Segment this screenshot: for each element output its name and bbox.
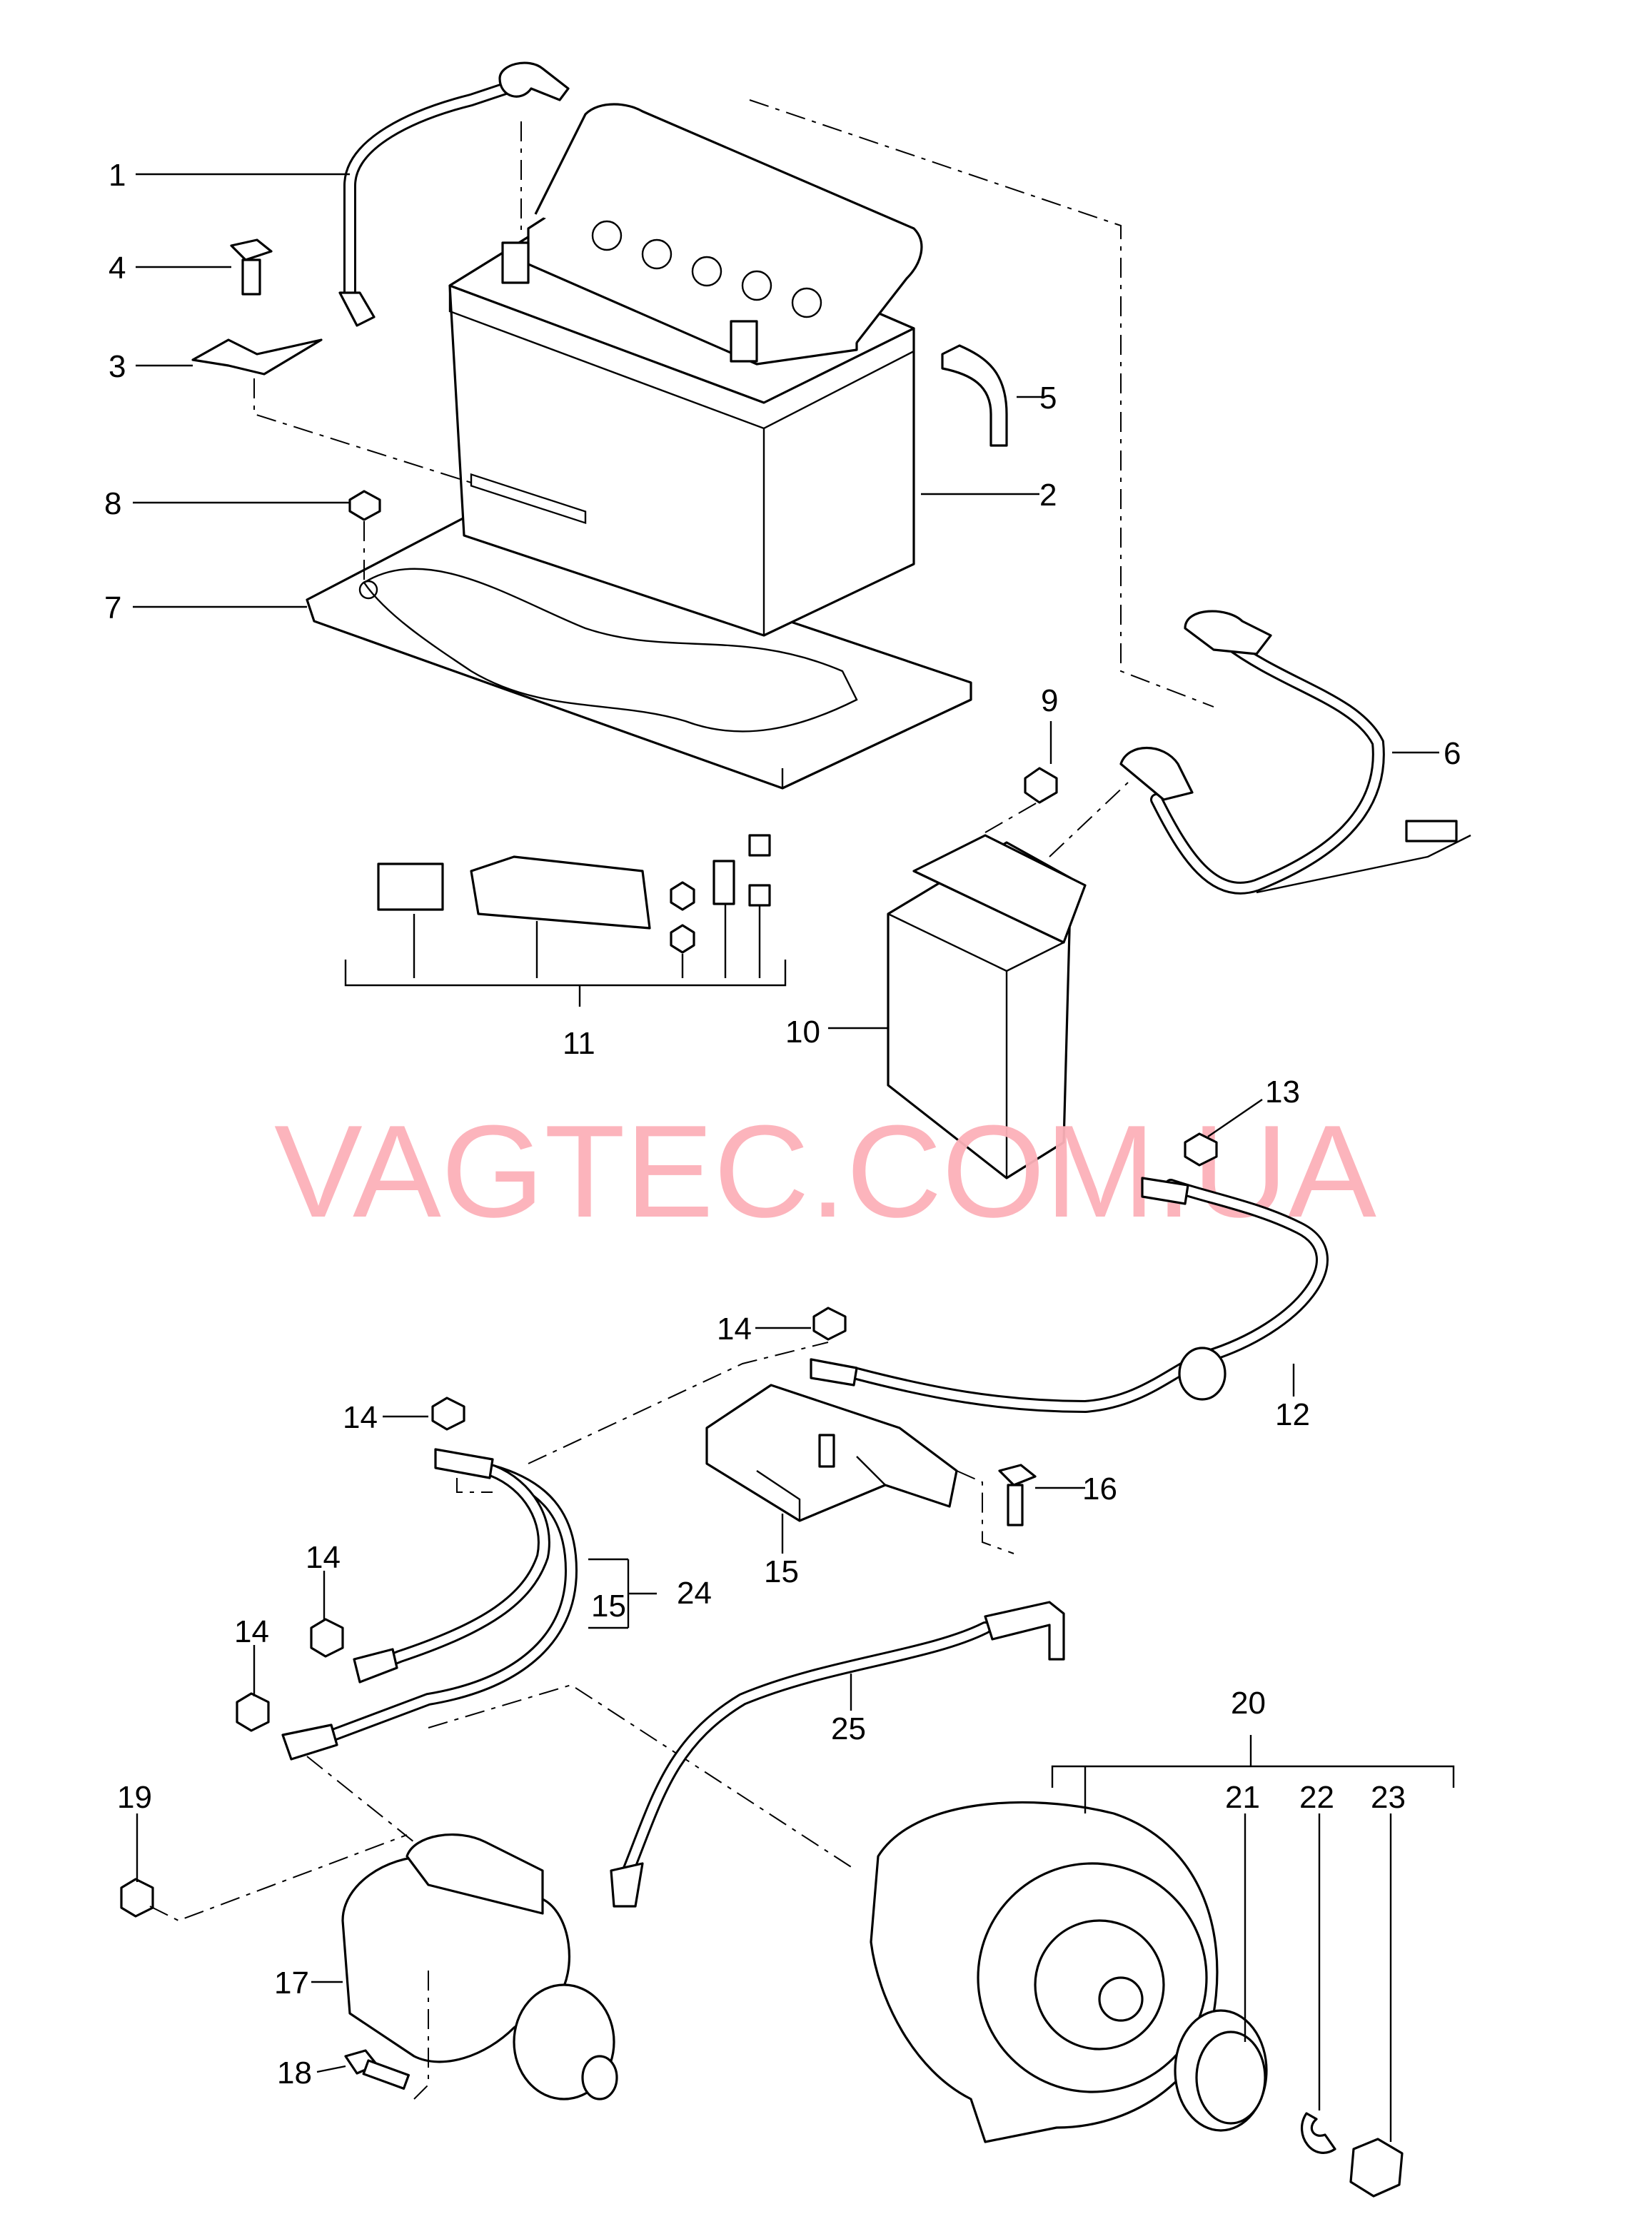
nut-14d [236, 1692, 270, 1732]
callout-6: 6 [1444, 736, 1461, 771]
alternator-20 [870, 1801, 1219, 2143]
callout-10: 10 [785, 1015, 820, 1050]
callout-14: 14 [234, 1614, 269, 1649]
battery [448, 103, 923, 637]
nut-23 [1349, 2138, 1404, 2198]
nut-14b [431, 1397, 465, 1431]
control-unit-10 [887, 834, 1087, 1179]
callout-1: 1 [109, 158, 126, 193]
nut-19 [120, 1878, 154, 1918]
callout-14: 14 [306, 1540, 341, 1575]
callout-3: 3 [109, 349, 126, 384]
callouts: 1 4 3 5 2 8 7 9 6 11 10 13 14 12 14 16 1… [104, 158, 1461, 2090]
fitting-kit-11 [344, 834, 787, 1007]
callout-14: 14 [343, 1400, 378, 1435]
callout-4: 4 [109, 251, 126, 286]
ground-cable-25 [610, 1601, 1065, 1908]
nut-14c [310, 1618, 344, 1658]
battery-cable-12 [810, 1177, 1329, 1414]
watermark: VAGTEC.COM.UA [274, 1097, 1376, 1244]
bolt-18 [344, 2049, 410, 2090]
callout-15: 15 [764, 1554, 799, 1589]
callout-23: 23 [1371, 1780, 1406, 1815]
callout-20: 20 [1231, 1686, 1266, 1721]
callout-15: 15 [591, 1589, 626, 1624]
nut-8 [348, 490, 381, 521]
battery-cable-6 [1119, 610, 1471, 895]
washer-22 [1300, 2112, 1336, 2154]
callout-16: 16 [1082, 1471, 1117, 1506]
callout-12: 12 [1275, 1397, 1310, 1432]
callout-9: 9 [1041, 683, 1058, 718]
callout-24: 24 [677, 1576, 712, 1611]
ground-strap-1 [338, 61, 570, 327]
callout-5: 5 [1039, 381, 1057, 416]
starter-17 [341, 1833, 618, 2100]
callout-11: 11 [563, 1026, 595, 1061]
callout-17: 17 [274, 1966, 309, 2001]
holder-15 [705, 1384, 958, 1522]
bolt-16 [998, 1464, 1037, 1526]
bolt-4 [230, 238, 273, 296]
callout-7: 7 [104, 590, 121, 625]
bracket-3 [191, 338, 323, 376]
callout-13: 13 [1265, 1075, 1300, 1110]
cable-set-24 [281, 1448, 578, 1761]
callout-21: 21 [1225, 1780, 1260, 1815]
nut-9 [1024, 767, 1058, 804]
callout-25: 25 [831, 1711, 866, 1746]
callout-8: 8 [104, 486, 121, 521]
pulley-21 [1174, 2009, 1268, 2132]
nut-14a [812, 1307, 847, 1341]
callout-22: 22 [1299, 1780, 1334, 1815]
callout-19: 19 [117, 1780, 152, 1815]
hose-5 [941, 344, 1008, 447]
callout-14: 14 [717, 1312, 752, 1347]
callout-2: 2 [1039, 478, 1057, 513]
callout-18: 18 [277, 2056, 312, 2090]
nut-13 [1184, 1132, 1218, 1167]
